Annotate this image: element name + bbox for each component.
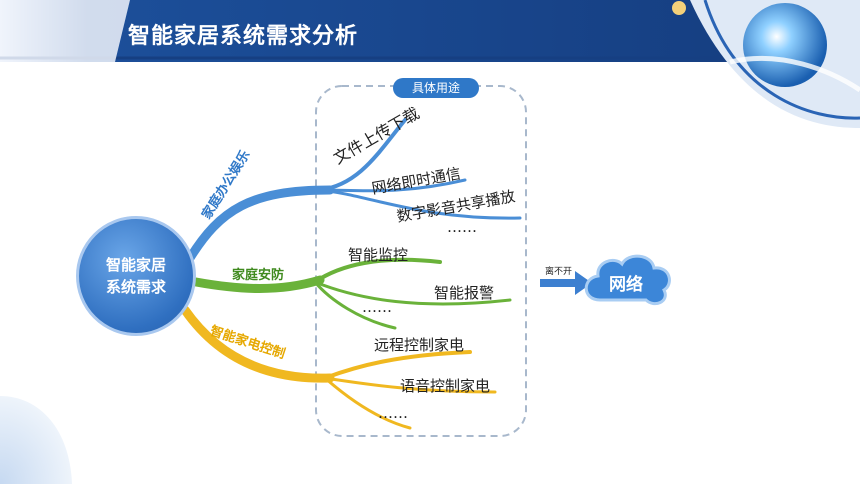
branch-office-sub3 xyxy=(318,188,522,220)
item-voice-control: 语音控制家电 xyxy=(400,377,491,395)
item-remote-control: 远程控制家电 xyxy=(374,336,465,354)
globe-light-streak xyxy=(729,56,860,93)
network-label: 网络 xyxy=(609,275,643,295)
branch-appliance-sub1 xyxy=(323,350,472,380)
branch-office-main xyxy=(185,185,335,263)
title-bar-shape xyxy=(0,0,730,62)
center-hub-line2: 系统需求 xyxy=(105,278,166,296)
branch-label-security: 家庭安防 xyxy=(232,268,285,283)
page-title: 智能家居系统需求分析 xyxy=(128,24,359,49)
cloud-icon xyxy=(584,254,671,306)
item-smart-monitoring: 智能监控 xyxy=(348,246,409,264)
title-bar-highlight xyxy=(0,0,130,62)
item-smart-alarm: 智能报警 xyxy=(434,284,495,302)
globe-ring xyxy=(703,0,860,120)
branch-appliance-sub2 xyxy=(323,376,497,394)
arrow-label: 离不开 xyxy=(545,267,573,277)
item-appliance-more: …… xyxy=(378,404,408,422)
branch-office-sub2 xyxy=(318,178,467,193)
item-security-more: …… xyxy=(362,298,392,316)
branch-office-sub1 xyxy=(318,118,407,192)
branch-appliance-sub3 xyxy=(323,376,412,430)
corner-decoration xyxy=(0,396,72,484)
item-office-more: …… xyxy=(447,218,477,236)
branch-security-sub3 xyxy=(313,280,397,330)
center-hub: 智能家居 系统需求 xyxy=(76,216,196,336)
center-hub-line1: 智能家居 xyxy=(105,256,166,274)
branch-security-sub1 xyxy=(313,257,442,284)
branch-security-sub2 xyxy=(313,280,512,306)
title-bar: 智能家居系统需求分析 xyxy=(0,0,860,62)
branch-appliance-main xyxy=(180,305,335,383)
arrow-right-icon xyxy=(540,271,592,295)
usage-badge: 具体用途 xyxy=(393,78,479,98)
gold-dot-icon xyxy=(672,1,686,15)
branch-security-main xyxy=(191,275,325,293)
